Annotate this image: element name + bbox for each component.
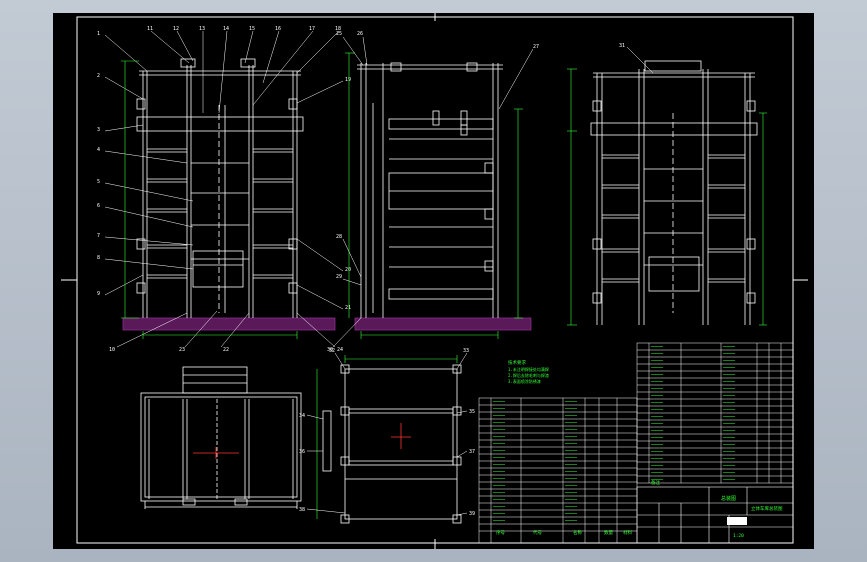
sheet-border	[76, 16, 794, 544]
bom-header: 代号	[533, 529, 542, 536]
svg-text:8: 8	[97, 255, 100, 261]
side-balloons: 25 26 27 28 29 30	[327, 31, 539, 353]
front-balloons: 1 2 3 4 5 6 7 8 9 10 11 12 13 14 15 16 1…	[97, 26, 351, 353]
title-sheet-label: 总装图	[721, 495, 736, 502]
svg-text:16: 16	[275, 26, 281, 32]
svg-text:10: 10	[109, 347, 115, 353]
side-top-beam	[388, 118, 494, 130]
svg-text:33: 33	[463, 348, 469, 354]
svg-text:17: 17	[309, 26, 315, 32]
svg-text:25: 25	[336, 31, 342, 37]
svg-text:39: 39	[469, 511, 475, 517]
svg-text:36: 36	[299, 449, 305, 455]
svg-text:6: 6	[97, 203, 100, 209]
svg-text:29: 29	[336, 274, 342, 280]
svg-text:12: 12	[173, 26, 179, 32]
svg-text:24: 24	[337, 347, 343, 353]
svg-text:27: 27	[533, 44, 539, 50]
svg-text:35: 35	[469, 409, 475, 415]
svg-text:22: 22	[223, 347, 229, 353]
platform-deck	[348, 408, 454, 466]
top-annotation	[193, 447, 239, 459]
svg-text:3: 3	[97, 127, 100, 133]
svg-text:1: 1	[97, 31, 100, 37]
bom-header: 名称	[573, 529, 582, 536]
top-drive-unit	[182, 366, 248, 394]
front-top-beam	[136, 116, 304, 132]
title-block	[636, 486, 794, 544]
svg-text:13: 13	[199, 26, 205, 32]
svg-text:21: 21	[345, 305, 351, 311]
title-scale: 1:20	[733, 533, 744, 539]
platform-view	[322, 364, 462, 524]
drawing-sheet: 1 2 3 4 5 6 7 8 9 10 11 12 13 14 15 16 1…	[53, 13, 814, 549]
note-line: 1.未注明焊接处均满焊	[508, 366, 549, 372]
right-balloon: 31	[619, 43, 625, 49]
svg-text:9: 9	[97, 291, 100, 297]
svg-text:7: 7	[97, 233, 100, 239]
svg-text:19: 19	[345, 77, 351, 83]
svg-text:34: 34	[299, 413, 305, 419]
svg-text:15: 15	[249, 26, 255, 32]
svg-text:18: 18	[335, 26, 341, 32]
front-dimensions	[121, 60, 298, 339]
right-dimensions	[567, 68, 767, 326]
front-view	[122, 58, 336, 331]
bom-table-lower	[478, 397, 638, 544]
side-shelves	[389, 138, 493, 268]
front-carriage	[192, 250, 244, 288]
svg-text:14: 14	[223, 26, 229, 32]
cad-drawing: 1 2 3 4 5 6 7 8 9 10 11 12 13 14 15 16 1…	[61, 13, 808, 549]
svg-text:38: 38	[299, 507, 305, 513]
side-view	[354, 62, 532, 331]
right-top-beam	[590, 122, 758, 136]
platform-leaders	[306, 352, 468, 516]
right-shelves	[602, 154, 745, 283]
svg-text:2: 2	[97, 73, 100, 79]
note-line: 3.表面喷涂防锈漆	[508, 378, 541, 384]
note-line: 2.焊后去除毛刺与焊渣	[508, 372, 549, 378]
front-base-plate	[122, 317, 336, 331]
svg-text:23: 23	[179, 347, 185, 353]
platform-annotation	[391, 423, 411, 449]
svg-text:11: 11	[147, 26, 153, 32]
svg-text:37: 37	[469, 449, 475, 455]
notes-heading: 技术要求	[508, 359, 526, 366]
bom-header: 序号	[496, 529, 505, 536]
drawing-title: 立体车库总装图	[751, 505, 783, 512]
right-leaders	[626, 46, 654, 74]
front-bracket-1	[136, 98, 146, 110]
svg-text:30: 30	[327, 347, 333, 353]
bom-lower-frame	[478, 397, 638, 544]
technical-notes: 技术要求 1.未注明焊接处均满焊 2.焊后去除毛刺与焊渣 3.表面喷涂防锈漆	[508, 359, 549, 384]
platform-dimensions	[316, 355, 458, 519]
svg-text:26: 26	[357, 31, 363, 37]
svg-text:5: 5	[97, 179, 100, 185]
svg-text:4: 4	[97, 147, 100, 153]
platform-balloons: 32 33 34 35 36 37 38 39	[299, 348, 475, 517]
right-view	[590, 60, 758, 325]
platform-outline	[344, 368, 458, 520]
top-outline	[140, 392, 302, 502]
svg-text:28: 28	[336, 234, 342, 240]
bom-header: 材料	[623, 529, 632, 536]
side-leaders	[332, 36, 534, 348]
side-dimensions	[345, 52, 523, 339]
right-carriage	[648, 256, 700, 292]
front-leader-lines	[104, 30, 344, 348]
bom-header: 数量	[604, 529, 613, 536]
side-base-plate	[354, 317, 532, 331]
bom-header-row: 序号 代号 名称 数量 材料 备注	[496, 479, 660, 536]
top-view	[140, 366, 302, 509]
bom-table-upper	[636, 342, 794, 484]
svg-text:32: 32	[329, 348, 335, 354]
bom-header: 备注	[651, 479, 660, 486]
svg-text:20: 20	[345, 267, 351, 273]
front-shelves	[147, 148, 293, 279]
